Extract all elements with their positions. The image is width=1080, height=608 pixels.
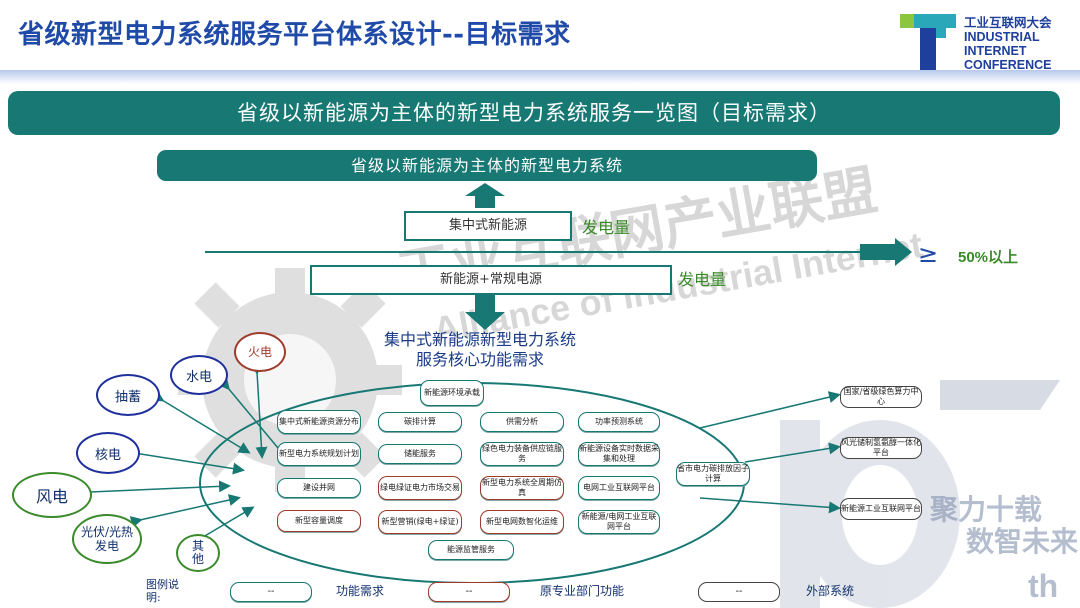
func-env-capacity: 新能源环境承载 (420, 380, 484, 406)
func-system-planning: 新型电力系统规划计划 (277, 442, 361, 466)
func-green-certificate-trade: 绿电绿证电力市场交易 (378, 476, 462, 500)
logo-line-2: INDUSTRIAL (964, 30, 1040, 44)
central-new-energy-box: 集中式新能源 (404, 211, 572, 241)
func-green-equipment: 绿色电力装备供应链服务 (480, 442, 564, 466)
ext-integration-platform: 风光储制氢氨醇一体化平台 (840, 437, 922, 459)
source-pumped-storage: 抽蓄 (96, 374, 160, 416)
func-resource-distribution: 集中式新能源资源分布 (277, 410, 361, 434)
watermark-ten-icon (780, 380, 1060, 608)
logo-line-1: 工业互联网大会 (964, 16, 1052, 30)
func-plant-iiot-platform: 新能源/电网工业互联网平台 (578, 510, 660, 534)
func-carbon-factor-calc: 省市电力碳排放因子计算 (676, 462, 750, 486)
func-carbon-calc: 碳排计算 (378, 412, 462, 432)
func-power-forecast: 功率预测系统 (578, 412, 660, 432)
down-arrow-icon (465, 292, 505, 330)
core-functions-title: 集中式新能源新型电力系统 服务核心功能需求 (330, 330, 630, 370)
core-title-line-1: 集中式新能源新型电力系统 (383, 330, 576, 349)
func-device-monitoring: 新能源设备实时数据采集和处理 (578, 442, 660, 466)
logo-line-4: CONFERENCE (964, 58, 1052, 72)
percent-label: 50%以上 (958, 249, 1019, 266)
func-regulation-service: 能源监管服务 (428, 540, 514, 560)
legend-swatch-function: -- (230, 582, 312, 602)
source-other: 其他 (176, 534, 220, 572)
title-divider (0, 70, 1080, 84)
new-power-system-box: 省级以新能源为主体的新型电力系统 (157, 150, 817, 181)
func-grid-iiot-platform: 电网工业互联网平台 (578, 476, 660, 500)
generation-label-1: 发电量 (582, 218, 631, 237)
func-capacity-dispatch: 新型容量调度 (277, 510, 361, 532)
generation-label-2: 发电量 (678, 270, 727, 289)
watermark-tagline-1: 聚力十载 (930, 494, 1043, 525)
legend-function-label: 功能需求 (336, 584, 385, 598)
legend-title: 图例说明: (146, 578, 179, 604)
core-title-line-2: 服务核心功能需求 (415, 350, 544, 369)
func-full-cycle-simulation: 新型电力系统全周期仿真 (480, 476, 564, 500)
source-pv-solar-thermal: 光伏/光热发电 (72, 514, 142, 564)
func-storage-service: 储能服务 (378, 444, 462, 464)
ext-green-computing-center: 国家/省级绿色算力中心 (840, 386, 922, 408)
source-hydro: 水电 (170, 355, 228, 395)
watermark-anniversary: th (1028, 568, 1059, 604)
geq-symbol: ≥ (918, 240, 939, 268)
slide-title: 省级新型电力系统服务平台体系设计--目标需求 (18, 20, 571, 50)
func-digital-ops: 新型电网数智化运维 (480, 510, 564, 534)
logo-line-3: INTERNET (964, 44, 1027, 58)
mixed-energy-box: 新能源+常规电源 (310, 265, 672, 295)
right-arrow-icon (860, 238, 912, 266)
source-nuclear: 核电 (76, 432, 140, 474)
up-arrow-icon (465, 183, 505, 208)
source-wind: 风电 (12, 472, 92, 518)
func-grid-connection: 建设并网 (277, 478, 361, 498)
legend-swatch-dept: -- (428, 582, 510, 602)
func-supply-demand: 供需分析 (480, 412, 564, 432)
conference-logo: 工业互联网大会 INDUSTRIAL INTERNET CONFERENCE (900, 14, 1070, 76)
diagram-banner: 省级以新能源为主体的新型电力系统服务一览图（目标需求） (8, 91, 1060, 135)
conference-logo-icon (900, 14, 956, 70)
watermark-tagline-2: 数智未来 (966, 526, 1079, 557)
legend-dept-label: 原专业部门功能 (540, 584, 625, 598)
func-new-marketing: 新型营销(绿电+绿证) (378, 510, 462, 534)
ext-new-energy-platform: 新能源工业互联网平台 (840, 498, 922, 520)
legend-swatch-external: -- (698, 582, 780, 602)
legend-external-label: 外部系统 (806, 584, 855, 598)
source-fire-power: 火电 (234, 332, 286, 372)
